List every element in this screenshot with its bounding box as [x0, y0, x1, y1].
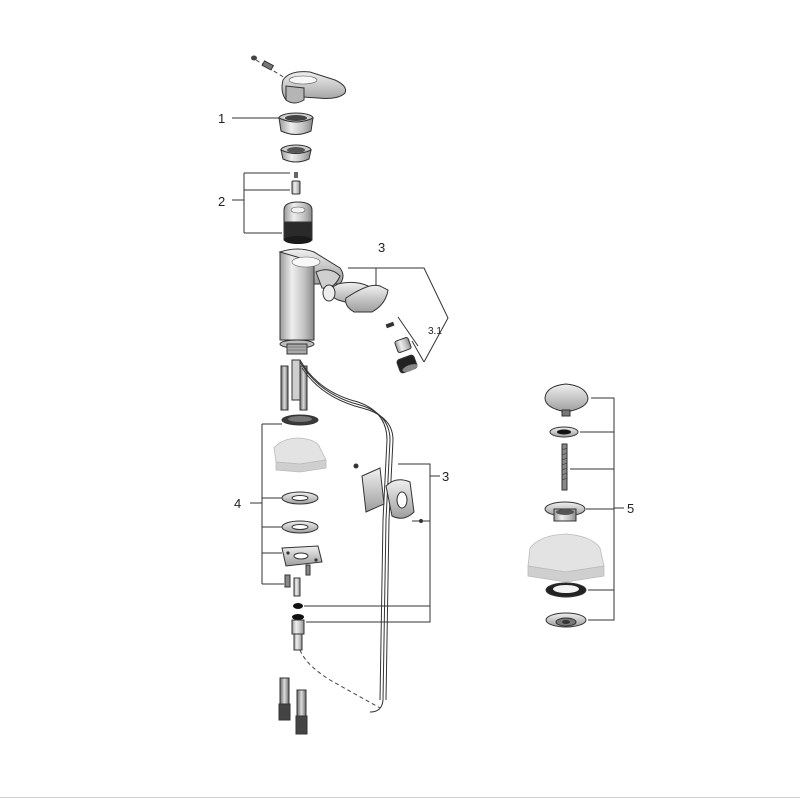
part-2-cartridge-stem: [291, 172, 301, 195]
part-4-ring-1: [281, 491, 319, 505]
part-5-waste-plug: [544, 383, 589, 417]
part-4-bracket-plate: [281, 545, 323, 567]
part-1-cover-ring: [278, 112, 314, 135]
label-3-bottom: 3: [442, 469, 449, 484]
faucet-body: [278, 248, 344, 355]
quick-connector: [291, 603, 381, 709]
footer-divider: [0, 797, 800, 798]
part-5-nut: [545, 612, 587, 628]
part-5-seal: [549, 426, 579, 438]
mounting-washer: [281, 414, 319, 426]
supply-hoses: [278, 677, 308, 735]
part-5-flange: [544, 501, 586, 522]
label-1: 1: [218, 111, 225, 126]
flexible-hoses: [280, 359, 394, 713]
part-4-studs: [284, 564, 311, 597]
part-5-rod: [561, 443, 568, 491]
countertop-cutaway-right: [527, 533, 605, 583]
label-2: 2: [218, 194, 225, 209]
set-screw-icon: [251, 55, 275, 71]
part-3-pull-out-lever: [322, 281, 389, 313]
part-2-cartridge-body: [283, 201, 313, 244]
label-4: 4: [234, 496, 241, 511]
label-3-1: 3.1: [428, 326, 442, 337]
countertop-cutaway-left: [273, 437, 327, 473]
label-3-top: 3: [378, 240, 385, 255]
part-3-1-aerator: [385, 321, 418, 374]
part-3-hose-guide: [353, 463, 423, 523]
part-4-ring-2: [281, 520, 319, 534]
part-1-nut: [280, 144, 312, 163]
label-5: 5: [627, 501, 634, 516]
lever-handle: [251, 55, 346, 104]
part-5-gasket: [545, 582, 587, 598]
